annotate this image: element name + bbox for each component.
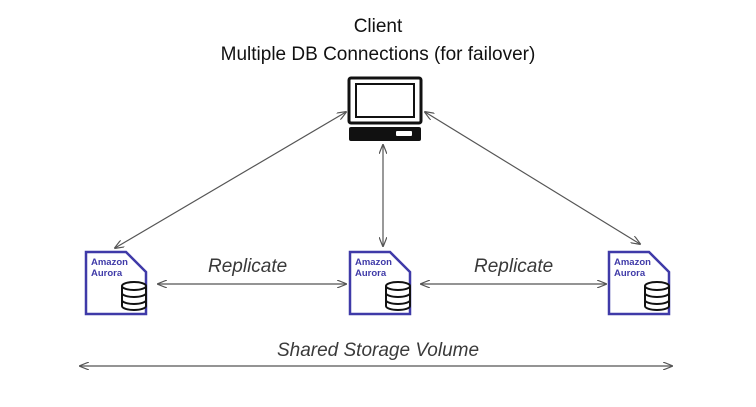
aurora-label-line1: Amazon xyxy=(614,257,651,268)
aurora-instance-center: Amazon Aurora xyxy=(348,250,412,316)
shared-storage-label: Shared Storage Volume xyxy=(276,340,480,361)
desktop-computer-icon xyxy=(347,76,423,141)
client-to-left-instance-arrow xyxy=(115,112,346,248)
client-to-right-instance-arrow xyxy=(425,112,640,244)
replicate-label-right: Replicate xyxy=(474,256,554,277)
aurora-label-line2: Aurora xyxy=(614,268,646,279)
aurora-label-line2: Aurora xyxy=(355,268,387,279)
database-cylinder-icon xyxy=(121,281,147,311)
client-subtitle: Multiple DB Connections (for failover) xyxy=(220,44,536,65)
aurora-label-line1: Amazon xyxy=(355,257,392,268)
database-cylinder-icon xyxy=(385,281,411,311)
database-cylinder-icon xyxy=(644,281,670,311)
aurora-label-line1: Amazon xyxy=(91,257,128,268)
client-title: Client xyxy=(353,16,403,37)
aurora-instance-left: Amazon Aurora xyxy=(84,250,148,316)
aurora-label-line2: Aurora xyxy=(91,268,123,279)
aurora-instance-right: Amazon Aurora xyxy=(607,250,671,316)
replicate-label-left: Replicate xyxy=(208,256,288,277)
